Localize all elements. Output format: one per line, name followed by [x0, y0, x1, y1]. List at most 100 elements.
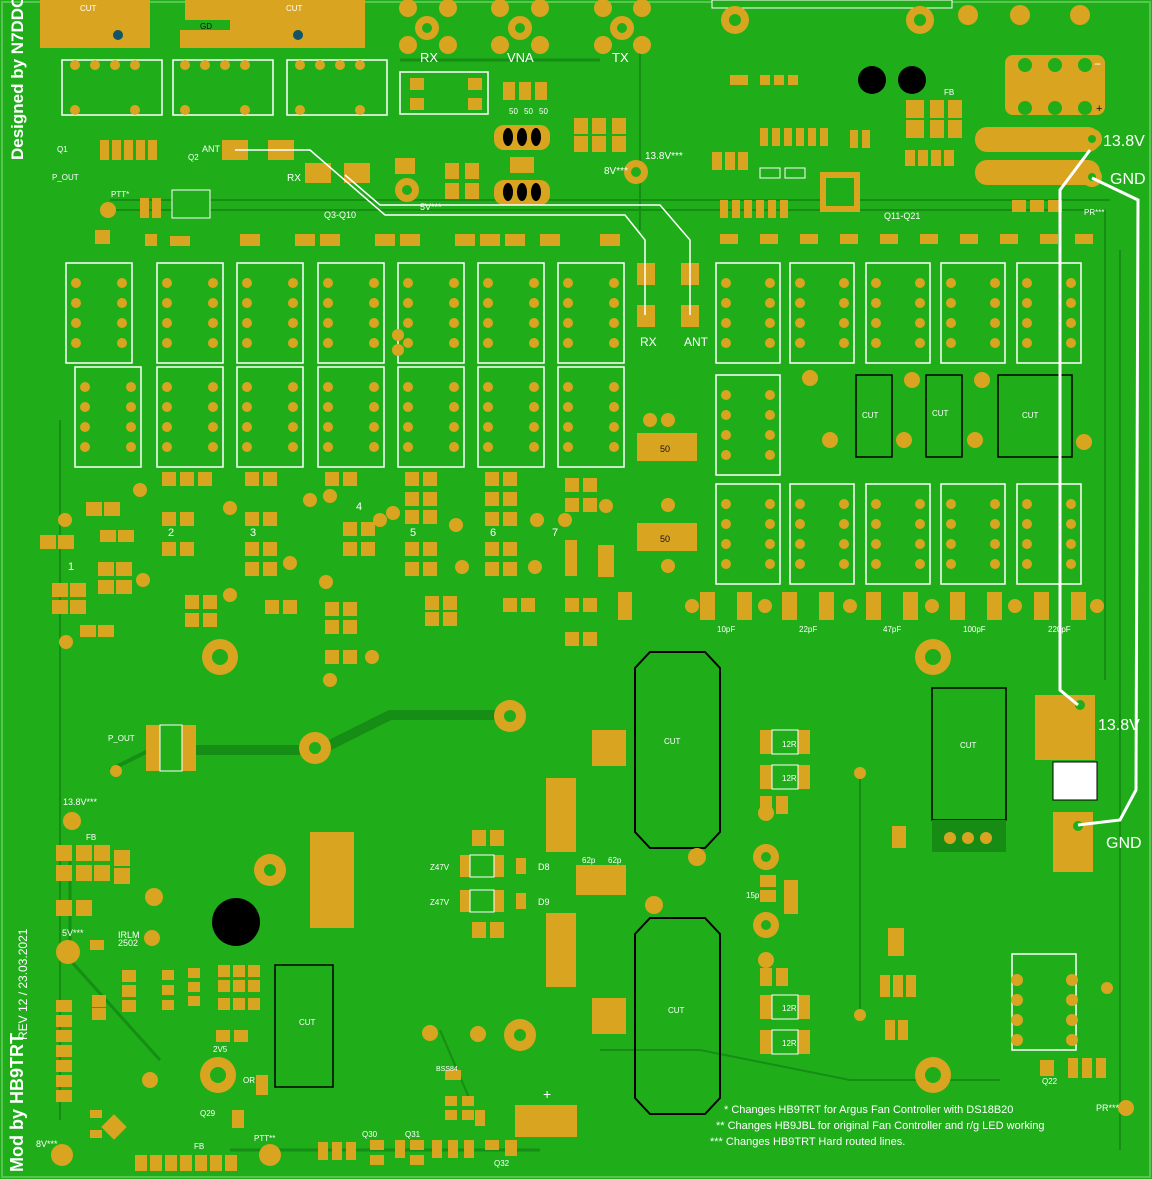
- relay-pin: [71, 318, 81, 328]
- relay-pin: [990, 298, 1000, 308]
- relay-pin: [609, 422, 619, 432]
- relay-pin: [449, 382, 459, 392]
- pr-bottom: PR***: [1096, 1103, 1120, 1113]
- power-terminal-top: [975, 55, 1105, 187]
- relay-pin: [288, 442, 298, 452]
- relay-pin: [795, 338, 805, 348]
- relay-pin: [871, 519, 881, 529]
- ant-relay-label: ANT: [684, 335, 709, 349]
- filter-number-2: 2: [168, 527, 174, 539]
- cap-value-47pf: 47pF: [883, 625, 901, 634]
- mounting-holes: [200, 639, 951, 1093]
- relay-pin: [765, 499, 775, 509]
- irlm-2502: 2502: [118, 938, 138, 948]
- rx-relay-label: RX: [640, 335, 657, 349]
- cap-values: 10pF 22pF 47pF 100pF 220pF: [717, 625, 1071, 634]
- relay-pin: [915, 298, 925, 308]
- relay-pin: [242, 442, 252, 452]
- relay-pin: [242, 382, 252, 392]
- relay-pin: [126, 382, 136, 392]
- cut-label-pa-top: CUT: [664, 737, 681, 746]
- relay-pin: [839, 539, 849, 549]
- relay-pin: [721, 390, 731, 400]
- relay-pin: [1066, 499, 1076, 509]
- gnd-top: GND: [1110, 171, 1146, 188]
- relay-pin: [765, 390, 775, 400]
- relay-pin: [721, 278, 731, 288]
- relay-pin: [915, 278, 925, 288]
- relay-pin: [288, 382, 298, 392]
- relay-pin: [483, 298, 493, 308]
- relay-pin: [323, 278, 333, 288]
- relay-pin: [839, 559, 849, 569]
- relay-pin: [288, 278, 298, 288]
- pr-top: PR***: [1084, 208, 1104, 217]
- relay-pin: [71, 278, 81, 288]
- relay-pin: [795, 539, 805, 549]
- relay-pin: [1022, 298, 1032, 308]
- q22-label: Q22: [1042, 1077, 1058, 1086]
- relay-pin: [208, 278, 218, 288]
- cut-top-right: CUT: [286, 4, 303, 13]
- copper-traces: [59, 40, 1121, 1152]
- power-terminal-mid: [1035, 695, 1098, 872]
- res-12r-c: 12R: [782, 1004, 797, 1013]
- silkscreen-text: Designed by N7DDC Mod by HB9TRT REV 12 /…: [7, 0, 1146, 1172]
- revision-label: REV 12 / 23.03.2021: [16, 928, 30, 1040]
- relay-pin: [288, 318, 298, 328]
- relay-pin: [369, 298, 379, 308]
- relay-pin: [117, 298, 127, 308]
- relay-pin: [208, 422, 218, 432]
- driver-parts: [460, 729, 916, 1055]
- d8-label: D8: [538, 862, 550, 872]
- filter-numbers: 1 2 3 4 5 6 7: [68, 501, 558, 573]
- q11-q21-label: Q11-Q21: [884, 211, 920, 221]
- relay-pin: [80, 402, 90, 412]
- relay-pin: [871, 278, 881, 288]
- relay-pin: [871, 559, 881, 569]
- relay-pin: [449, 402, 459, 412]
- relay-pin: [839, 338, 849, 348]
- plus-top-terminal: +: [1096, 103, 1102, 115]
- relay-pin: [609, 318, 619, 328]
- relay-pin: [483, 442, 493, 452]
- res-12r-b: 12R: [782, 774, 797, 783]
- relay-pin: [990, 499, 1000, 509]
- q2-label: Q2: [188, 153, 199, 162]
- fb-left: FB: [86, 833, 96, 842]
- relay-pin: [765, 298, 775, 308]
- relay-pin: [483, 278, 493, 288]
- relay-pin: [369, 338, 379, 348]
- top-connectors: [40, 0, 1090, 94]
- relay-pin: [403, 278, 413, 288]
- power-13v8-left: 13.8V***: [63, 797, 98, 807]
- filter-relay-pins-left: [71, 278, 619, 452]
- res-12r-a: 12R: [782, 740, 797, 749]
- relay-pin: [990, 318, 1000, 328]
- relay-pin: [915, 539, 925, 549]
- hard-routed-wire-rx: [235, 149, 646, 315]
- relay-pin: [162, 278, 172, 288]
- ic-chips: [171, 167, 860, 219]
- filter-number-1: 1: [68, 561, 74, 573]
- relay-pin: [403, 422, 413, 432]
- top-relay-pins: [70, 60, 482, 183]
- relay-pin: [449, 298, 459, 308]
- relay-pin: [529, 402, 539, 412]
- relay-pin: [915, 338, 925, 348]
- relay-pin: [765, 539, 775, 549]
- power-8v-stars: 8V***: [604, 166, 628, 177]
- filter-relay-pins-right: [721, 278, 1076, 569]
- relay-pin: [765, 519, 775, 529]
- relay-pin: [1066, 338, 1076, 348]
- cut-top-left: CUT: [80, 4, 97, 13]
- relay-pin: [288, 402, 298, 412]
- q3-q10-label: Q3-Q10: [324, 210, 356, 220]
- ant-top-label: ANT: [202, 144, 221, 154]
- vna-label: VNA: [507, 50, 534, 65]
- relay-pin: [765, 278, 775, 288]
- relay-pin: [323, 382, 333, 392]
- relay-pin: [1022, 559, 1032, 569]
- relay-pin: [795, 559, 805, 569]
- relay-pin: [990, 539, 1000, 549]
